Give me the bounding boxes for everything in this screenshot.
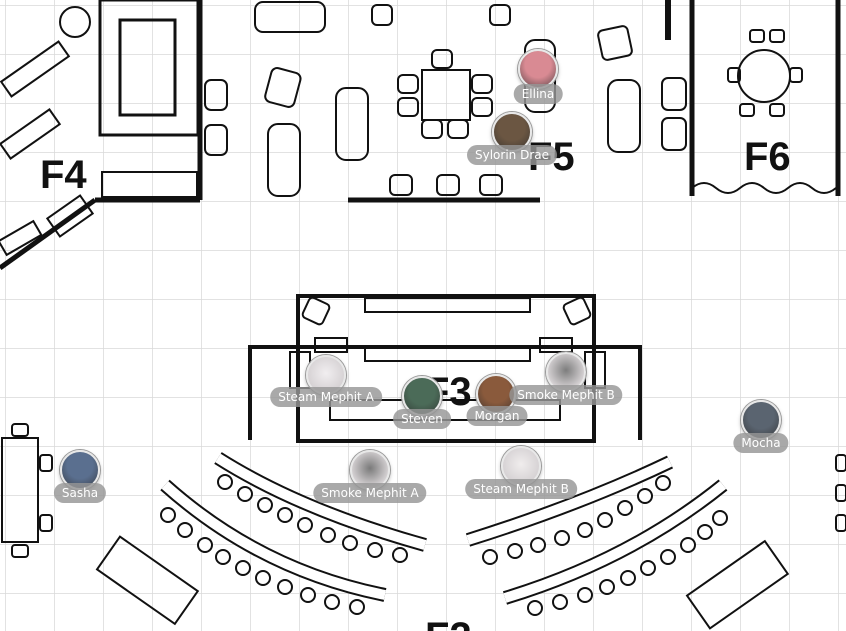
token-label-morgan[interactable]: Morgan [466, 406, 528, 426]
token-label-smoke-mephit-a[interactable]: Smoke Mephit A [313, 483, 427, 503]
token-label-mocha[interactable]: Mocha [733, 433, 789, 453]
token-label-steven[interactable]: Steven [393, 409, 451, 429]
room-label-f4: F4 [40, 153, 87, 197]
token-label-sylorin-drae[interactable]: Sylorin Drae [467, 145, 557, 165]
room-f5-furniture [254, 1, 687, 203]
room-f4-walls [0, 0, 228, 271]
room-f2-seating [1, 423, 846, 630]
token-label-sasha[interactable]: Sasha [53, 483, 107, 503]
token-ellina[interactable] [518, 49, 558, 89]
room-label-f6: F6 [744, 135, 791, 179]
token-label-ellina[interactable]: Ellina [513, 84, 563, 104]
room-f6-walls [665, 0, 841, 196]
token-label-steam-mephit-b[interactable]: Steam Mephit B [465, 479, 577, 499]
token-label-smoke-mephit-b[interactable]: Smoke Mephit B [509, 385, 623, 405]
room-label-f2: F2 [425, 615, 472, 631]
token-label-steam-mephit-a[interactable]: Steam Mephit A [270, 387, 382, 407]
